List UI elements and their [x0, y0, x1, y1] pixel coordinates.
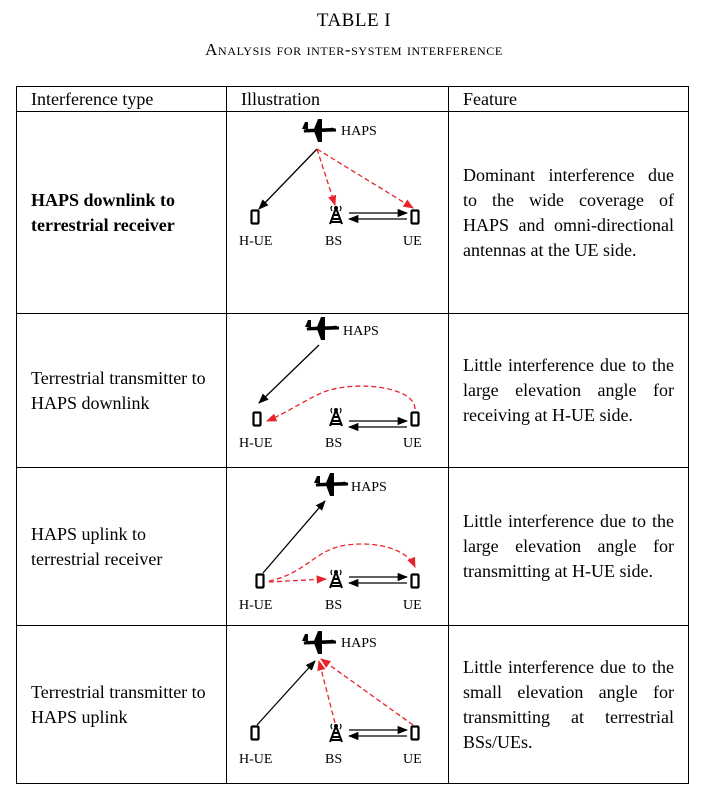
header-feature: Feature [448, 86, 689, 112]
table-number: TABLE I [316, 10, 392, 31]
illustration-terrestrial-to-haps-uplink: HAPS H-UE BS UE [239, 630, 422, 767]
haps-plane-icon [301, 118, 337, 143]
haps-plane-icon [304, 316, 340, 341]
h-ue-label: H-UE [239, 598, 272, 613]
feature-cell: Dominant interference due to the wide co… [448, 111, 689, 314]
bs-tower-icon [329, 722, 343, 743]
bs-label: BS [325, 598, 342, 613]
illustration-cell: HAPS H-UE BS UE [226, 467, 449, 626]
illustration-terrestrial-to-haps-downlink: HAPS H-UE BS UE [239, 316, 422, 451]
header-row: Interference type Illustration Feature [16, 86, 689, 112]
h-ue-phone-icon [250, 208, 260, 225]
haps-label: HAPS [341, 636, 377, 651]
bs-label: BS [325, 752, 342, 767]
haps-label: HAPS [351, 480, 387, 495]
h-ue-label: H-UE [239, 752, 272, 767]
illustration-cell: HAPS H-UE BS UE [226, 625, 449, 784]
interference-type-cell: HAPS downlink to terrestrial receiver [16, 111, 227, 314]
table-row: HAPS downlink to terrestrial receiver HA… [16, 111, 689, 314]
interference-type-cell: Terrestrial transmitter to HAPS downlink [16, 313, 227, 468]
ue-phone-icon [410, 208, 420, 225]
header-illustration: Illustration [226, 86, 449, 112]
bs-label: BS [325, 436, 342, 451]
feature-cell: Little interference due to the large ele… [448, 313, 689, 468]
h-ue-phone-icon [250, 724, 260, 741]
h-ue-label: H-UE [239, 234, 272, 249]
haps-plane-icon [313, 472, 349, 497]
ue-phone-icon [410, 572, 420, 589]
haps-label: HAPS [341, 124, 377, 139]
interference-type-cell: HAPS uplink to terrestrial receiver [16, 467, 227, 626]
illustration-cell: HAPS H-UE BS UE [226, 111, 449, 314]
ue-label: UE [403, 598, 422, 613]
illustration-haps-downlink: HAPS H-UE BS UE [239, 118, 422, 249]
feature-cell: Little interference due to the large ele… [448, 467, 689, 626]
haps-label: HAPS [343, 324, 379, 339]
h-ue-phone-icon [252, 410, 262, 427]
h-ue-label: H-UE [239, 436, 272, 451]
bs-tower-icon [329, 568, 343, 589]
bs-tower-icon [329, 204, 343, 225]
interference-table: Interference type Illustration Feature H… [16, 86, 689, 784]
table-row: HAPS uplink to terrestrial receiver HAPS… [16, 467, 689, 626]
ue-label: UE [403, 436, 422, 451]
bs-tower-icon [329, 406, 343, 427]
bs-label: BS [325, 234, 342, 249]
haps-plane-icon [301, 630, 337, 655]
interference-type-cell: Terrestrial transmitter to HAPS uplink [16, 625, 227, 784]
illustration-cell: HAPS H-UE BS UE [226, 313, 449, 468]
h-ue-phone-icon [255, 572, 265, 589]
ue-label: UE [403, 234, 422, 249]
table-row: Terrestrial transmitter to HAPS uplink H… [16, 625, 689, 784]
illustration-haps-uplink: HAPS H-UE BS UE [239, 472, 422, 613]
feature-cell: Little interference due to the small ele… [448, 625, 689, 784]
table-row: Terrestrial transmitter to HAPS downlink… [16, 313, 689, 468]
ue-phone-icon [410, 410, 420, 427]
ue-phone-icon [410, 724, 420, 741]
table-title: Analysis for inter-system interference [205, 40, 503, 59]
header-interference-type: Interference type [16, 86, 227, 112]
ue-label: UE [403, 752, 422, 767]
